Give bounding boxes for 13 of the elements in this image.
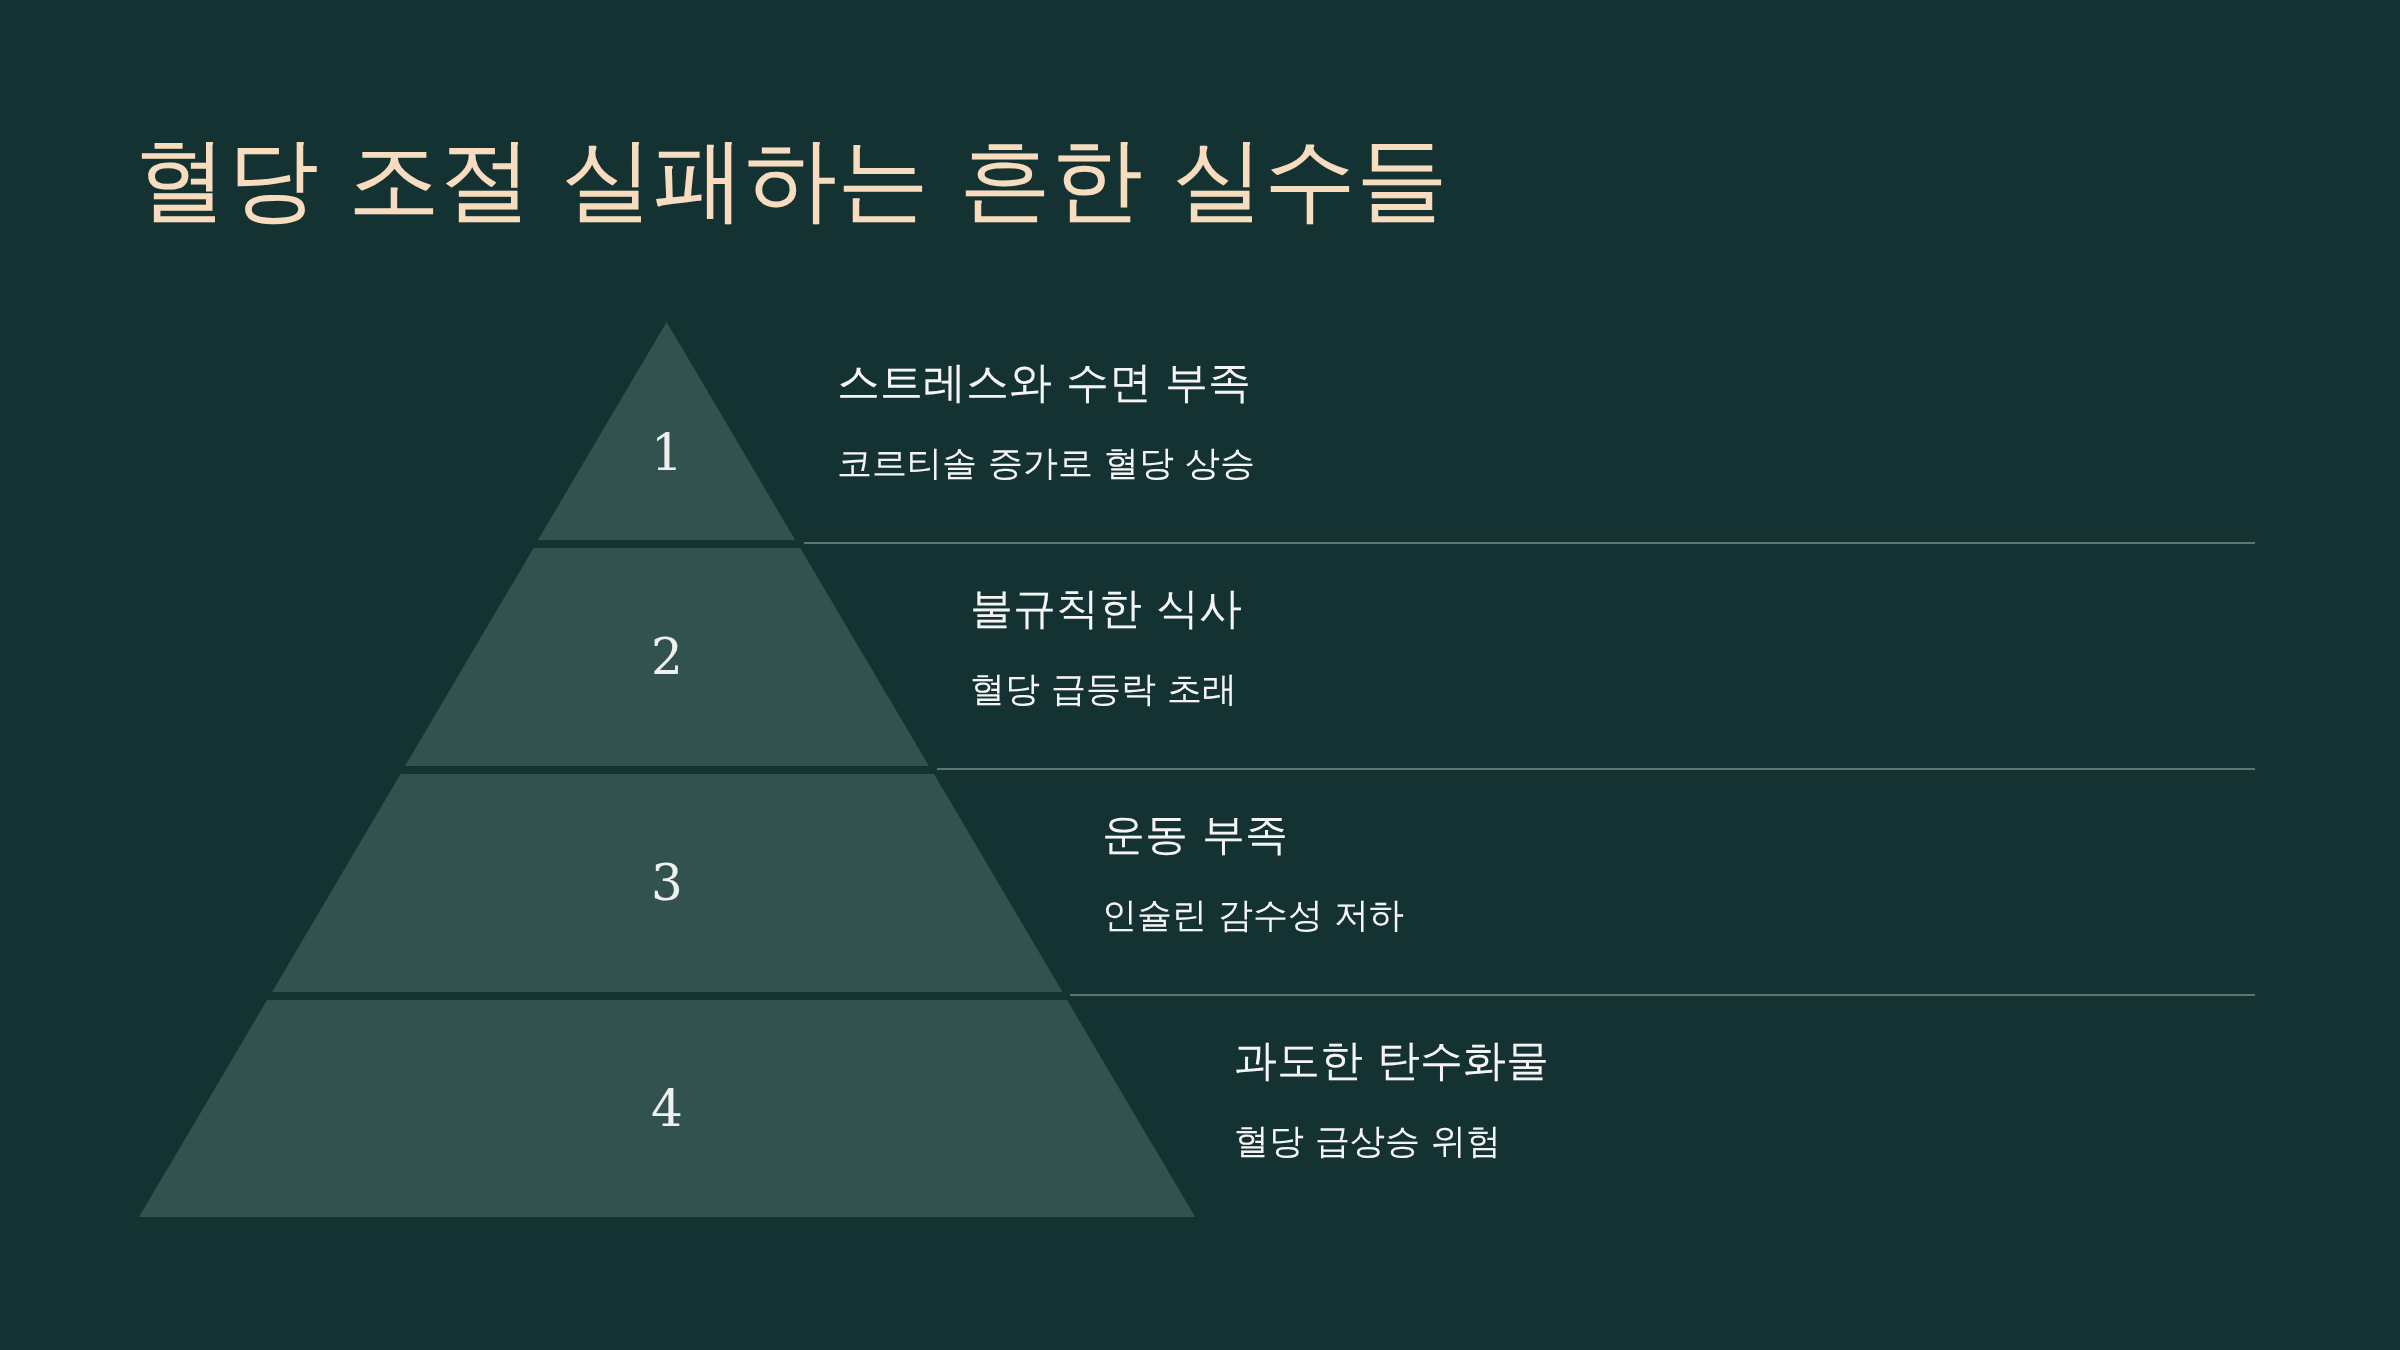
item-description: 혈당 급등락 초래 [970, 668, 1238, 711]
item-heading: 과도한 탄수화물 [1234, 1034, 1549, 1087]
item-description: 인슐린 감수성 저하 [1102, 894, 1405, 937]
item-heading: 불규칙한 식사 [970, 582, 1242, 635]
item-heading: 스트레스와 수면 부족 [837, 356, 1252, 409]
layer-number: 4 [651, 1079, 683, 1138]
layer-number: 1 [651, 423, 683, 482]
item-heading: 운동 부족 [1102, 808, 1288, 861]
slide-title: 혈당 조절 실패하는 흔한 실수들 [135, 125, 1448, 235]
layer-number: 2 [651, 628, 683, 686]
item-description: 혈당 급상승 위험 [1234, 1120, 1502, 1163]
layer-number: 3 [651, 854, 683, 912]
item-description: 코르티솔 증가로 혈당 상승 [837, 442, 1256, 485]
